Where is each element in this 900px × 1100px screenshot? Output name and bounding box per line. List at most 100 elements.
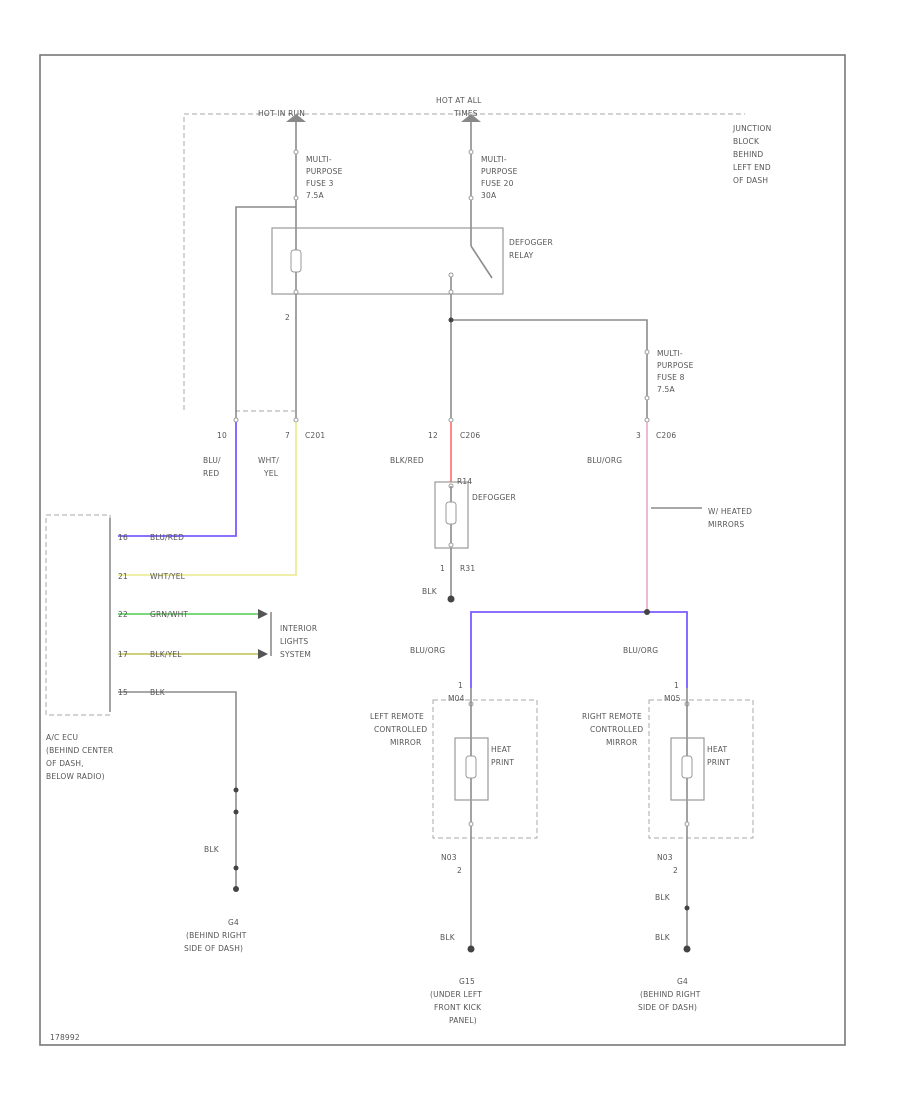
defogger-pin-bot: R31 [460, 564, 475, 573]
hot-at-all-times-label-2: TIMES [453, 109, 478, 118]
ecu-ground-splice-2 [233, 809, 239, 815]
defogger-bottom-pin [448, 542, 454, 548]
ecu-wire-3: GRN/WHT [150, 610, 188, 619]
c206-pin-3-label: 3 [636, 431, 641, 440]
defogger-ground-wire-label: BLK [422, 587, 438, 596]
heated-mirrors-note-2: MIRRORS [708, 520, 744, 529]
defogger-element-symbol [445, 501, 457, 525]
fuse-a-bottom-pin [293, 195, 299, 201]
g4b-label-1: G4 [677, 977, 688, 986]
c206-pin-12-label: 12 [428, 431, 438, 440]
g4a-label-1: G4 [228, 918, 239, 927]
right-mirror-pin-top-num: 1 [674, 681, 679, 690]
right-mirror-label-1: RIGHT REMOTE [582, 712, 642, 721]
left-mirror-label-3: MIRROR [390, 738, 421, 747]
defogger-relay-label-1: DEFOGGER [509, 238, 553, 247]
right-mirror-bottom-pin [684, 821, 690, 827]
ecu-wire-4: BLK/YEL [150, 650, 182, 659]
right-mirror-outline [648, 699, 754, 839]
right-mirror-pin-bot-num: 2 [673, 866, 678, 875]
g4a-ground-symbol [233, 886, 239, 892]
fuse-b-label-1: MULTI- [481, 155, 507, 164]
junction-block-label-2: BLOCK [733, 137, 760, 146]
g15-label-1: G15 [459, 977, 475, 986]
wire-label-blu-red-1: BLU/ [203, 456, 221, 465]
g15-label-2: (UNDER LEFT [430, 990, 482, 999]
right-mirror-ground-wire-label-1: BLK [655, 893, 671, 902]
left-mirror-label-2: CONTROLLED [374, 725, 427, 734]
relay-switch-blade [470, 245, 493, 279]
ecu-pin-3: 22 [118, 610, 128, 619]
fuse-a-label-1: MULTI- [306, 155, 332, 164]
fuse-b-label-2: PURPOSE [481, 167, 518, 176]
fuse-b-label-3: FUSE 20 [481, 179, 514, 188]
left-mirror-heater-box [454, 737, 489, 801]
ecu-ground-splice-1 [233, 787, 239, 793]
diagram-id: 178992 [50, 1033, 80, 1042]
g15-label-3: FRONT KICK [434, 1003, 482, 1012]
interior-lights-arrow-1 [258, 609, 268, 619]
ecu-pin-5: 15 [118, 688, 128, 697]
wire-label-blu-red-2: RED [203, 469, 219, 478]
wire-label-blu-org-right: BLU/ORG [623, 646, 658, 655]
relay-out-pin [448, 289, 454, 295]
junction-block-label-5: OF DASH [733, 176, 768, 185]
wire-label-blk-red: BLK/RED [390, 456, 424, 465]
ecu-label-3: OF DASH, [46, 759, 84, 768]
junction-block-label-1: JUNCTION [732, 124, 771, 133]
g4b-label-3: SIDE OF DASH) [638, 1003, 697, 1012]
defogger-pin-top: R14 [457, 477, 472, 486]
left-mirror-outline [432, 699, 538, 839]
ecu-label-4: BELOW RADIO) [46, 772, 105, 781]
left-mirror-pin-top: M04 [448, 694, 465, 703]
left-mirror-pin-top-num: 1 [458, 681, 463, 690]
wire-label-wht-yel-2: YEL [263, 469, 279, 478]
fuse-a-label-2: PURPOSE [306, 167, 343, 176]
c206-a-name-label: C206 [460, 431, 480, 440]
left-mirror-label-1: LEFT REMOTE [370, 712, 424, 721]
wire-label-blu-org: BLU/ORG [587, 456, 622, 465]
ecu-wire-5: BLK [150, 688, 166, 697]
right-mirror-pin-bot: N03 [657, 853, 673, 862]
fuse-c-label-3: FUSE 8 [657, 373, 685, 382]
fuse-c-label-1: MULTI- [657, 349, 683, 358]
left-mirror-bottom-pin [468, 821, 474, 827]
left-mirror-pin-bot-num: 2 [457, 866, 462, 875]
g15-ground-symbol [467, 945, 475, 953]
wire-branch-to-c201 [235, 206, 296, 418]
fuse-c-label-4: 7.5A [657, 385, 676, 394]
c201-pin-10-label: 10 [217, 431, 227, 440]
c201-pin-7 [293, 417, 299, 423]
c201-pin-10 [233, 417, 239, 423]
wire-blu-org-bus [470, 611, 688, 688]
ecu-ground-splice-3 [233, 865, 239, 871]
left-mirror-heater-symbol [465, 755, 477, 779]
wire-wht-yel [118, 422, 297, 576]
wire-relay-to-fuse-c [451, 319, 648, 420]
g4a-label-3: SIDE OF DASH) [184, 944, 243, 953]
relay-pin-2: 2 [285, 313, 290, 322]
right-mirror-pin-top: M05 [664, 694, 681, 703]
wire-label-wht-yel-1: WHT/ [258, 456, 279, 465]
g4b-ground-symbol [683, 945, 691, 953]
wire-label-blu-org-left: BLU/ORG [410, 646, 445, 655]
interior-lights-label-2: LIGHTS [280, 637, 308, 646]
ecu-label-2: (BEHIND CENTER [46, 746, 113, 755]
interior-lights-arrow-2 [258, 649, 268, 659]
hot-at-all-times-label-1: HOT AT ALL [436, 96, 482, 105]
c201-pin-7-label: 7 [285, 431, 290, 440]
fuse-b-top-pin [468, 149, 474, 155]
fuse-c-top-pin [644, 349, 650, 355]
fuse-c-label-2: PURPOSE [657, 361, 694, 370]
splice-relay-out [448, 317, 454, 323]
relay-coil-symbol [290, 249, 302, 273]
c206-pin-12 [448, 417, 454, 423]
left-mirror-ground-wire-label: BLK [440, 933, 456, 942]
right-mirror-ground-splice [684, 905, 690, 911]
junction-block-label-3: BEHIND [733, 150, 763, 159]
heated-mirrors-note-1: W/ HEATED [708, 507, 752, 516]
left-mirror-pin-bot: N03 [441, 853, 457, 862]
ecu-ground-wire-label: BLK [204, 845, 220, 854]
junction-block-label-4: LEFT END [733, 163, 771, 172]
right-mirror-heat-2: PRINT [707, 758, 730, 767]
